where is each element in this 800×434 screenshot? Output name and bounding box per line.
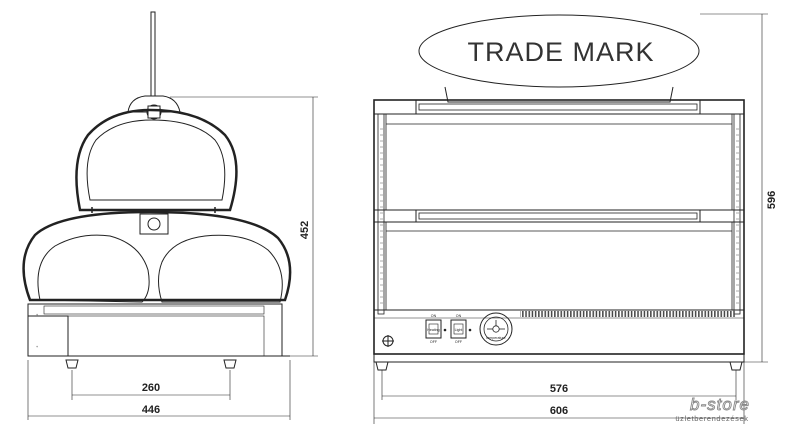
front-view xyxy=(373,13,768,424)
right-foot xyxy=(223,359,237,369)
switch2-label: Light xyxy=(455,328,463,332)
middle-shelf xyxy=(373,209,745,223)
base-strip xyxy=(373,353,745,363)
left-window xyxy=(37,234,150,303)
dim-foot-spacing: 260 xyxy=(142,382,160,394)
switch2-off: OFF xyxy=(455,340,463,344)
front-left-foot xyxy=(375,361,389,371)
top-hinge-knob xyxy=(146,104,162,120)
top-hinge xyxy=(127,95,181,113)
left-rail xyxy=(380,125,383,305)
upper-dome xyxy=(75,108,238,212)
left-foot xyxy=(65,359,79,369)
trademark-ellipse xyxy=(418,14,700,88)
dim-front-inner-width: 576 xyxy=(550,383,568,395)
brand-logo-text: b-store xyxy=(690,395,750,414)
brand-logo: b-store üzletberendezések xyxy=(675,395,750,423)
top-lamp-housing xyxy=(444,86,674,103)
front-right-foot xyxy=(729,361,743,371)
switch1-on: ON xyxy=(431,314,437,318)
lower-dome xyxy=(22,210,292,302)
front-dim-lines xyxy=(373,13,768,424)
svg-text:+: + xyxy=(36,345,38,349)
side-dim-lines xyxy=(27,96,318,420)
dim-side-height: 452 xyxy=(299,221,311,239)
dim-front-height: 596 xyxy=(766,191,778,209)
heating-switch xyxy=(425,319,442,339)
switch1-label: Heating xyxy=(427,328,439,332)
side-view: + + xyxy=(22,11,318,420)
lower-glass xyxy=(385,221,733,311)
svg-text:+: + xyxy=(36,313,38,317)
dial-label: temperature xyxy=(486,336,505,340)
switch1-off: OFF xyxy=(430,340,438,344)
right-window xyxy=(158,234,283,303)
light-switch xyxy=(450,319,467,339)
mid-pins xyxy=(91,207,216,213)
trademark-label: TRADE MARK xyxy=(467,37,654,67)
switch2-on: ON xyxy=(456,314,462,318)
vent-slots xyxy=(520,311,736,317)
upper-glass xyxy=(385,113,733,211)
dim-side-width: 446 xyxy=(142,404,160,416)
brand-tagline: üzletberendezések xyxy=(675,414,748,423)
base-tray xyxy=(27,303,283,357)
dim-front-width: 606 xyxy=(550,405,568,417)
middle-hinge xyxy=(139,213,169,235)
temperature-dial xyxy=(479,312,513,346)
handle-rod xyxy=(150,11,156,103)
right-rail xyxy=(736,125,739,305)
